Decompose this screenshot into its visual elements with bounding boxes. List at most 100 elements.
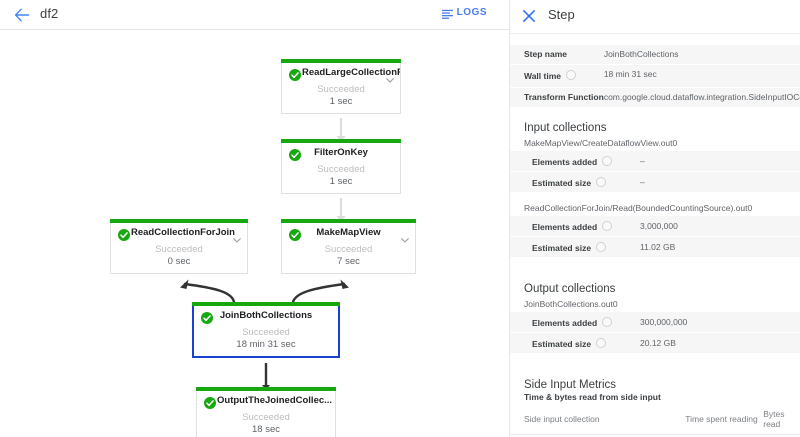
detail-value: com.google.cloud.dataflow.integration.Si… (603, 86, 800, 108)
close-x-icon[interactable] (522, 9, 536, 23)
side-input-column-header: Side input collection (510, 406, 686, 436)
step-panel-header: Step (510, 0, 800, 33)
back-arrow-icon[interactable] (14, 8, 32, 22)
input-collection-name: MakeMapView/CreateDataflowView.out0 (524, 138, 678, 149)
success-check-icon (289, 148, 301, 161)
success-check-icon (289, 68, 301, 81)
node-title: ReadLargeCollectionFr... (302, 67, 400, 78)
metric-key: Elements added (510, 216, 640, 237)
node-status-bar (196, 387, 336, 391)
node-status-label: Succeeded (155, 244, 203, 255)
chevron-down-icon[interactable] (233, 230, 241, 243)
step-panel-title: Step (548, 7, 575, 22)
chevron-down-icon[interactable] (386, 70, 394, 83)
node-elapsed-time: 18 sec (252, 424, 280, 435)
node-title: OutputTheJoinedCollec... (217, 395, 333, 406)
chevron-down-icon[interactable] (401, 230, 409, 243)
info-icon[interactable] (596, 177, 607, 188)
job-name-title: df2 (40, 6, 59, 21)
metric-value: 20.12 GB (640, 332, 800, 354)
metric-value: 11.02 GB (640, 236, 800, 258)
success-check-icon (204, 396, 216, 409)
metric-row: Elements added– (510, 151, 800, 172)
metric-key: Estimated size (510, 236, 640, 258)
node-elapsed-time: 18 min 31 sec (236, 339, 296, 350)
detail-row: Step name JoinBothCollections (510, 45, 800, 65)
metric-key: Elements added (510, 151, 640, 172)
node-title: FilterOnKey (314, 147, 368, 158)
input-collection-name: ReadCollectionForJoin/Read(BoundedCounti… (524, 203, 753, 214)
metric-value: – (640, 171, 800, 193)
node-elapsed-time: 7 sec (337, 256, 360, 267)
output-collection-name: JoinBothCollections.out0 (524, 299, 618, 310)
info-icon[interactable] (602, 221, 613, 232)
side-input-metrics-subheading: Time & bytes read from side input (524, 392, 661, 403)
info-icon[interactable] (602, 156, 613, 167)
node-status-label: Succeeded (242, 412, 290, 423)
logs-button-label: LOGS (456, 7, 487, 18)
detail-key: Wall time (510, 64, 604, 88)
detail-key: Transform Function (510, 86, 604, 108)
node-status-label: Succeeded (317, 84, 365, 95)
metric-key: Elements added (510, 312, 640, 333)
logs-button[interactable]: LOGS (441, 7, 487, 19)
detail-value: 18 min 31 sec (603, 64, 800, 88)
group-spacer (510, 257, 800, 268)
top-toolbar: df2 LOGS (0, 0, 509, 29)
info-icon[interactable] (602, 317, 613, 328)
node-status-bar (281, 139, 401, 143)
info-icon[interactable] (596, 242, 607, 253)
node-elapsed-time: 1 sec (329, 176, 353, 187)
metric-value: 3,000,000 (640, 221, 678, 232)
node-status-label: Succeeded (317, 164, 365, 175)
pane-divider (509, 0, 510, 437)
input-collection-metrics-table: Elements added–Estimated size– (510, 151, 800, 193)
node-status-label: Succeeded (324, 244, 373, 255)
node-elapsed-time: 1 sec (329, 96, 353, 107)
panel-header-divider (510, 33, 800, 34)
detail-value: JoinBothCollections (603, 49, 679, 59)
info-icon[interactable] (566, 70, 576, 81)
node-status-bar (192, 302, 340, 306)
job-graph-pane: df2 LOGS (0, 0, 509, 437)
metric-row: Estimated size– (510, 171, 800, 193)
node-title: ReadCollectionForJoin (131, 227, 235, 238)
node-title: JoinBothCollections (219, 310, 313, 321)
node-status-bar (281, 59, 401, 63)
metric-key: Estimated size (510, 171, 640, 193)
group-spacer (510, 192, 800, 203)
node-status-bar (281, 219, 416, 223)
node-elapsed-time: 0 sec (167, 256, 191, 267)
group-spacer (510, 353, 800, 364)
info-icon[interactable] (596, 338, 607, 349)
node-status-label: Succeeded (242, 327, 290, 338)
detail-key: Step name (524, 49, 567, 59)
node-status-bar (110, 219, 248, 223)
output-collections-heading: Output collections (524, 283, 616, 296)
metric-key: Estimated size (510, 332, 640, 354)
logs-list-icon (441, 7, 453, 19)
metric-value: 300,000,000 (640, 317, 688, 328)
metric-value: – (640, 156, 645, 167)
side-input-metrics-heading: Side Input Metrics (524, 379, 617, 392)
side-input-column-header: Bytes read (763, 406, 800, 436)
